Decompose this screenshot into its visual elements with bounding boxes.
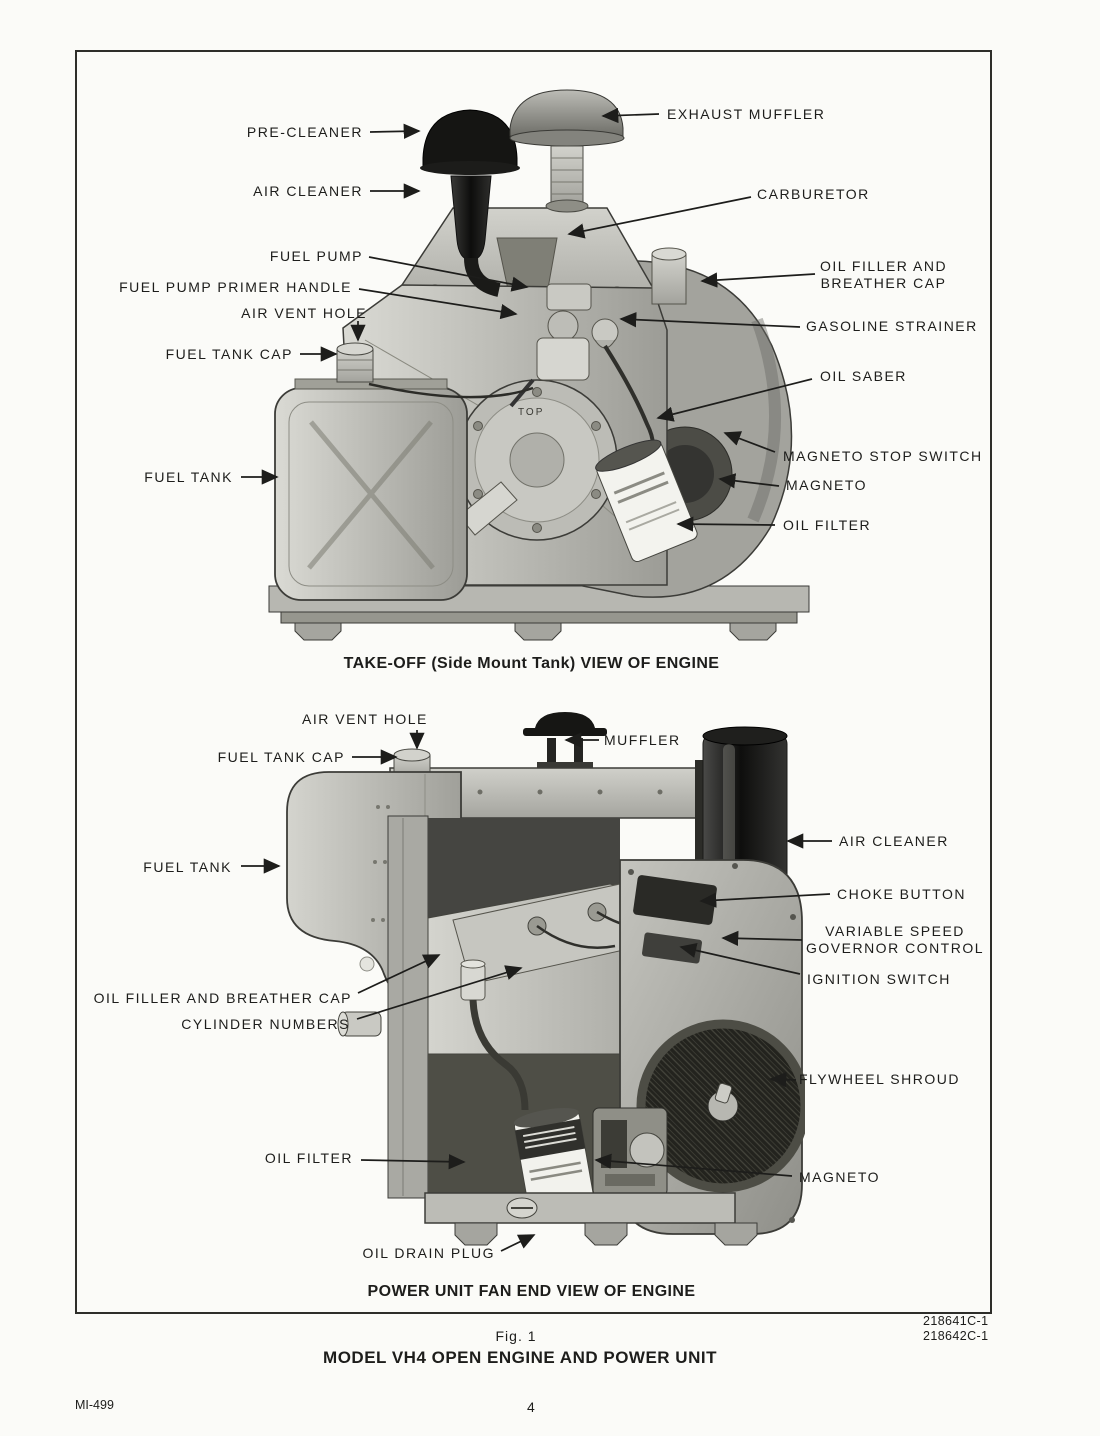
- crank-plate-marking: TOP: [518, 407, 544, 418]
- label-fuel-tank: FUEL TANK: [144, 469, 233, 485]
- reference-number-1: 218641C-1: [923, 1314, 989, 1328]
- label-air-cleaner-2: AIR CLEANER: [839, 833, 949, 849]
- doc-number: MI-499: [75, 1398, 114, 1412]
- label-fuel-pump-primer-handle: FUEL PUMP PRIMER HANDLE: [119, 279, 352, 295]
- engine-illustration-takeoff-view: TOP: [268, 89, 810, 641]
- label-air-vent-hole-2: AIR VENT HOLE: [302, 711, 428, 727]
- label-magneto-stop-switch: MAGNETO STOP SWITCH: [783, 448, 983, 464]
- label-variable-speed-governor-control: VARIABLE SPEED GOVERNOR CONTROL: [806, 923, 985, 957]
- label-oil-filter-2: OIL FILTER: [264, 1150, 353, 1166]
- label-fuel-tank-2: FUEL TANK: [143, 859, 232, 875]
- label-ignition-switch: IGNITION SWITCH: [807, 971, 951, 987]
- caption-power-unit-view: POWER UNIT FAN END VIEW OF ENGINE: [367, 1283, 696, 1300]
- label-fuel-pump: FUEL PUMP: [269, 248, 363, 264]
- figure-title: MODEL VH4 OPEN ENGINE AND POWER UNIT: [323, 1348, 717, 1367]
- label-cylinder-numbers: CYLINDER NUMBERS: [181, 1016, 350, 1032]
- label-flywheel-shroud: FLYWHEEL SHROUD: [799, 1071, 960, 1087]
- caption-takeoff-view: TAKE-OFF (Side Mount Tank) VIEW OF ENGIN…: [343, 655, 720, 672]
- label-gasoline-strainer: GASOLINE STRAINER: [806, 318, 978, 334]
- label-air-cleaner: AIR CLEANER: [253, 183, 363, 199]
- label-choke-button: CHOKE BUTTON: [837, 886, 966, 902]
- label-magneto-2: MAGNETO: [799, 1169, 881, 1185]
- figure-frame: [75, 50, 992, 1314]
- figure-label: Fig. 1: [495, 1328, 537, 1344]
- label-fuel-tank-cap-2: FUEL TANK CAP: [217, 749, 345, 765]
- label-oil-filter: OIL FILTER: [783, 517, 872, 533]
- label-exhaust-muffler: EXHAUST MUFFLER: [667, 106, 826, 122]
- label-oil-filler-breather-cap: OIL FILLER AND BREATHER CAP: [820, 258, 948, 292]
- label-fuel-tank-cap: FUEL TANK CAP: [165, 346, 293, 362]
- label-oil-saber: OIL SABER: [820, 368, 907, 384]
- engine-illustration-power-unit-view: [286, 712, 805, 1246]
- label-oil-filler-breather-cap-2: OIL FILLER AND BREATHER CAP: [93, 990, 352, 1006]
- label-air-vent-hole: AIR VENT HOLE: [241, 305, 367, 321]
- label-magneto: MAGNETO: [786, 477, 868, 493]
- label-pre-cleaner: PRE-CLEANER: [246, 124, 363, 140]
- page-number: 4: [527, 1399, 535, 1415]
- label-oil-drain-plug: OIL DRAIN PLUG: [362, 1245, 495, 1261]
- reference-number-2: 218642C-1: [923, 1329, 989, 1343]
- label-muffler: MUFFLER: [604, 732, 681, 748]
- label-carburetor: CARBURETOR: [757, 186, 870, 202]
